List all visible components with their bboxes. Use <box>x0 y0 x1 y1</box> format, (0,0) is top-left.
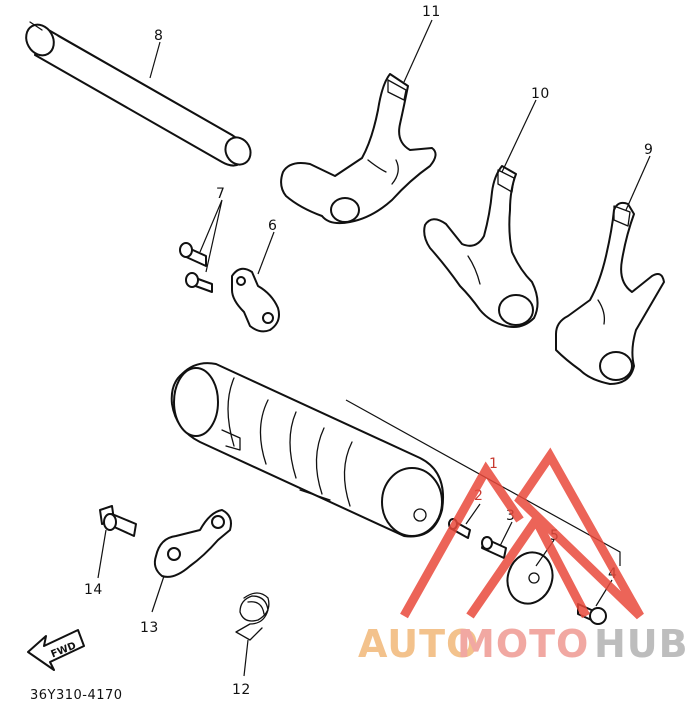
part-12-spring <box>235 592 270 641</box>
callout-14: 14 <box>84 582 103 598</box>
part-5-segment-plate <box>506 551 554 605</box>
part-10-shift-fork <box>423 165 539 328</box>
part-3-pin <box>481 536 507 559</box>
triangle-logo-icon <box>400 447 644 620</box>
callout-9: 9 <box>644 142 653 158</box>
part-1-shift-drum <box>170 362 444 538</box>
leader-7 <box>199 199 223 273</box>
watermark-moto: MOTO <box>457 622 589 666</box>
leader-10 <box>501 99 537 173</box>
part-7-screws <box>179 242 213 293</box>
leader-12 <box>243 639 249 677</box>
callout-13: 13 <box>140 620 159 636</box>
leader-2 <box>465 503 481 525</box>
drawing-code: 36Y310-4170 <box>30 688 123 703</box>
part-6-stopper-plate <box>231 267 280 333</box>
part-13-stopper-lever <box>153 509 232 578</box>
callout-2: 2 <box>474 488 483 504</box>
part-11-shift-fork <box>280 73 437 225</box>
leader-11 <box>403 19 433 83</box>
callout-1: 1 <box>489 456 498 472</box>
leader-13 <box>151 575 165 613</box>
callout-10: 10 <box>531 86 550 102</box>
fwd-arrow-icon: FWD <box>27 629 85 671</box>
leader-9 <box>625 155 651 211</box>
part-14-bolt <box>99 505 137 537</box>
leader-1 <box>345 399 621 566</box>
part-8-guide-bar <box>25 21 252 167</box>
callout-12: 12 <box>232 682 251 698</box>
watermark-auto: AUTO <box>358 622 479 666</box>
callout-7: 7 <box>216 186 225 202</box>
callout-6: 6 <box>268 218 277 234</box>
leader-6 <box>257 231 275 275</box>
leader-3 <box>499 521 513 547</box>
watermark-brand: AUTO MOTO HUB <box>358 622 687 666</box>
leader-8 <box>149 41 161 79</box>
part-9-shift-fork <box>555 201 665 385</box>
leader-14 <box>97 529 107 579</box>
watermark-logo <box>400 447 644 620</box>
callout-3: 3 <box>506 508 515 524</box>
callout-11: 11 <box>422 4 441 20</box>
callout-8: 8 <box>154 28 163 44</box>
watermark-hub: HUB <box>594 622 687 666</box>
